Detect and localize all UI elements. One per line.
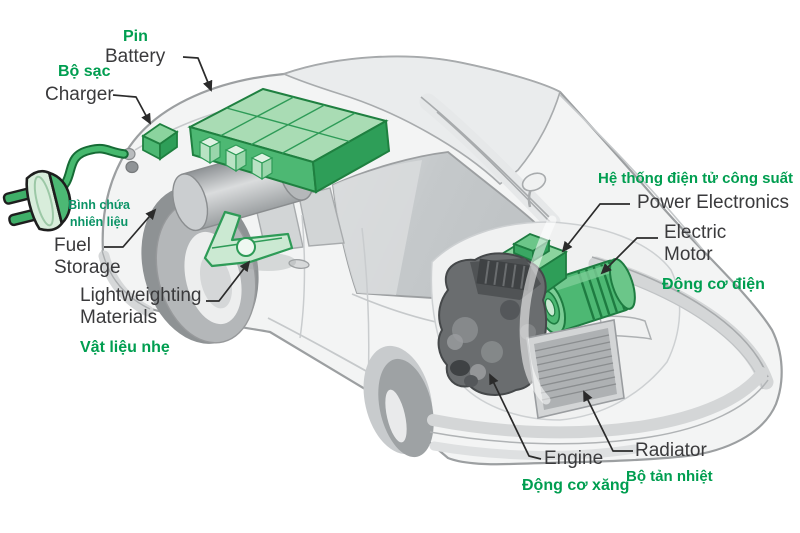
label-fuel-storage-vi: Bình chứa nhiên liệu xyxy=(68,198,130,229)
label-electric-motor-en: Electric Motor xyxy=(664,222,727,266)
label-radiator-en: Radiator xyxy=(635,440,707,461)
callout-lines xyxy=(104,56,658,460)
label-electric-motor-vi: Động cơ điện xyxy=(662,276,765,293)
door-handle xyxy=(288,259,310,269)
battery-callout-line xyxy=(182,56,213,92)
lightweighting-callout-line xyxy=(206,260,251,302)
label-engine-en: Engine xyxy=(544,448,604,469)
label-power-electronics-vi: Hệ thống điện tử công suất xyxy=(598,170,794,187)
engine-callout-line xyxy=(489,373,542,460)
charging-cable xyxy=(51,143,129,197)
label-charger-vi: Bộ sạc xyxy=(58,63,111,80)
label-engine-vi: Động cơ xăng xyxy=(522,477,630,494)
electric-motor-callout-line xyxy=(600,237,658,275)
charger-illustration xyxy=(141,122,179,161)
label-battery-en: Battery xyxy=(105,46,166,67)
label-power-electronics-en: Power Electronics xyxy=(637,192,790,213)
label-lightweighting-vi: Vật liệu nhẹ xyxy=(80,339,170,356)
battery-illustration xyxy=(187,87,391,194)
fuel-storage-callout-line xyxy=(104,208,157,248)
windshield-reflection xyxy=(333,160,422,295)
label-radiator-vi: Bộ tản nhiệt xyxy=(626,468,713,485)
label-lightweighting-en: Lightweighting Materials xyxy=(80,285,202,329)
front-wheel xyxy=(363,345,434,458)
label-battery-vi: Pin xyxy=(123,28,148,45)
engine-illustration xyxy=(437,252,548,396)
hood-highlight xyxy=(519,215,557,405)
charger-callout-line xyxy=(112,94,151,125)
label-charger-en: Charger xyxy=(45,84,114,105)
plug-icon xyxy=(2,170,72,232)
radiator-callout-line xyxy=(583,390,633,452)
power-electronics-callout-line xyxy=(561,203,630,253)
side-mirror xyxy=(521,172,547,208)
radiator-illustration xyxy=(526,319,625,419)
label-fuel-storage-en: Fuel Storage xyxy=(54,235,121,279)
suspension-arm-illustration xyxy=(203,210,296,271)
